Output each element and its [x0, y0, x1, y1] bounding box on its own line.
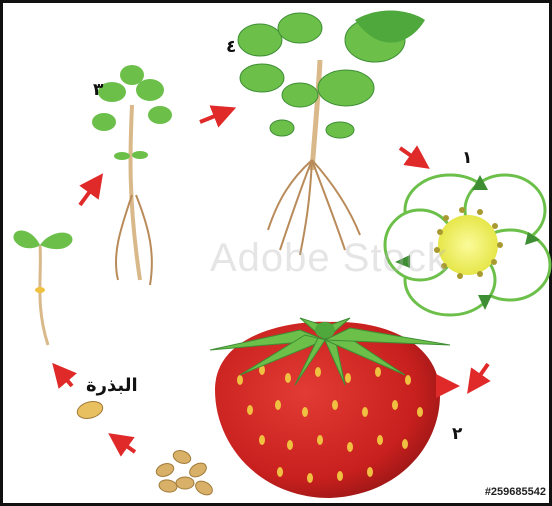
seedling-stage-3	[92, 65, 172, 285]
watermark: Adobe Stock	[210, 236, 448, 281]
arrow-young-plant-to-flower	[400, 148, 420, 162]
arrow-flower-to-strawberry	[474, 364, 488, 384]
seeds-pile	[154, 448, 214, 497]
stage-label-3: ٣	[93, 80, 103, 100]
arrow-seed-to-sprout	[60, 372, 72, 386]
arrow-sprout-to-seedling	[80, 183, 96, 205]
stage-label-4: ٤	[226, 37, 236, 57]
stock-id: #259685542	[485, 486, 546, 498]
seed-label: البذرة	[86, 375, 138, 396]
stage-label-1: ١	[462, 148, 472, 168]
arrow-seeds-to-single-seed	[118, 440, 135, 452]
stage-label-2: ٢	[452, 424, 462, 444]
arrow-seedling-to-young-plant	[200, 112, 225, 122]
sprout	[13, 230, 72, 345]
strawberry-stage-2	[210, 318, 450, 498]
single-seed	[75, 399, 104, 421]
